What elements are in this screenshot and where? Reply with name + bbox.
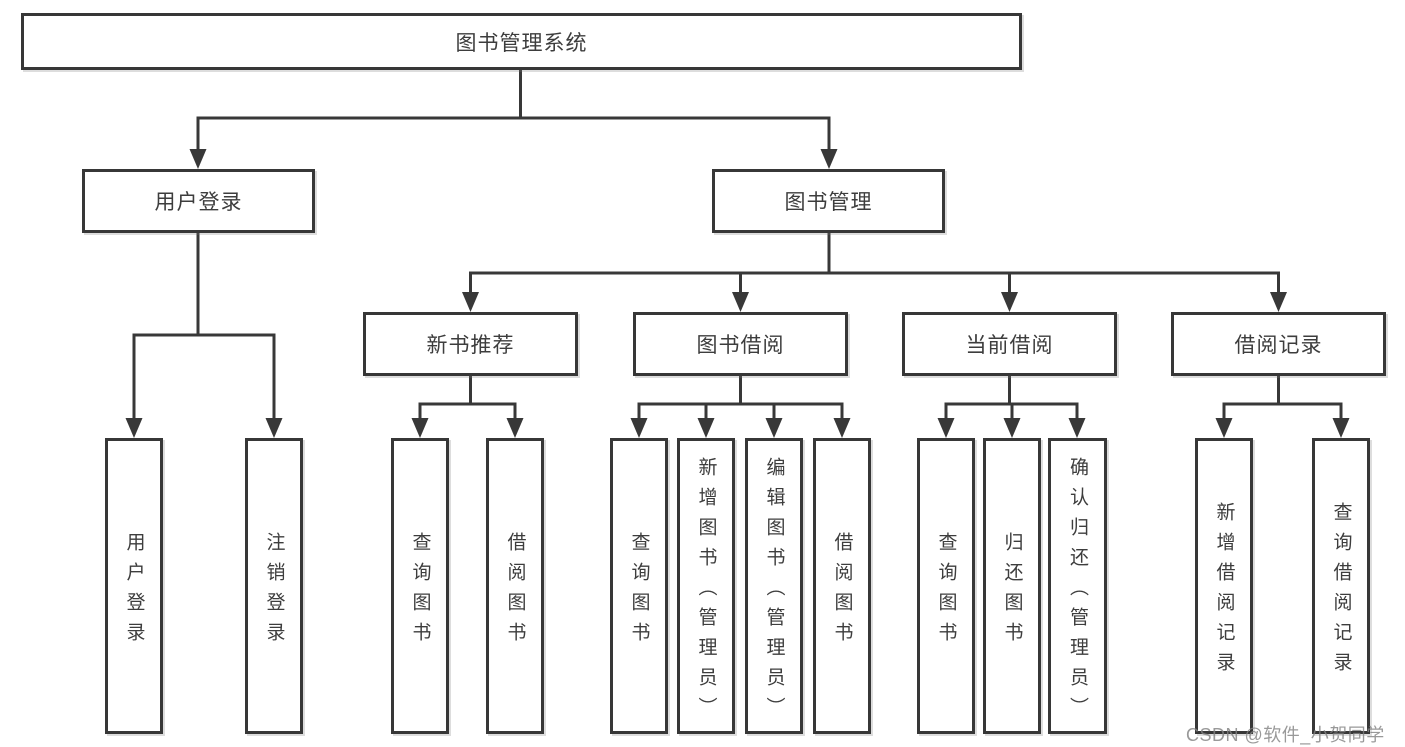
watermark: CSDN @软件_小贺同学 <box>1186 725 1385 745</box>
leaf-borrow-borrow-book-label: 借阅图书 <box>831 531 853 652</box>
node-borrow-records-label: 借阅记录 <box>1234 334 1323 357</box>
leaf-user-login-label: 用户登录 <box>123 531 145 652</box>
node-root-label: 图书管理系统 <box>455 31 588 55</box>
leaf-recommend-borrow-book-label: 借阅图书 <box>504 531 526 652</box>
leaf-current-return-book-label: 归还图书 <box>1001 531 1023 652</box>
node-book-borrow-label: 图书借阅 <box>696 334 785 357</box>
leaf-current-confirm-return-admin-label: 确认归还（管理员） <box>1067 456 1088 727</box>
leaf-borrow-query-book-label: 查询图书 <box>628 531 650 652</box>
leaf-records-add-record-label: 新增借阅记录 <box>1213 501 1235 682</box>
leaf-borrow-edit-book-admin: 编辑图书（管理员） <box>745 438 803 734</box>
leaf-borrow-query-book: 查询图书 <box>610 438 668 734</box>
node-new-book-recommend-label: 新书推荐 <box>426 334 515 357</box>
leaf-borrow-add-book-admin-label: 新增图书（管理员） <box>695 456 717 727</box>
node-current-borrow-label: 当前借阅 <box>965 334 1054 357</box>
node-new-book-recommend: 新书推荐 <box>363 312 578 376</box>
node-user-login: 用户登录 <box>82 169 315 233</box>
leaf-borrow-borrow-book: 借阅图书 <box>813 438 871 734</box>
leaf-records-query-record-label: 查询借阅记录 <box>1330 501 1352 682</box>
node-book-borrow: 图书借阅 <box>633 312 848 376</box>
leaf-logout-label: 注销登录 <box>263 531 285 652</box>
node-book-management: 图书管理 <box>712 169 945 233</box>
node-user-login-label: 用户登录 <box>154 191 243 214</box>
node-borrow-records: 借阅记录 <box>1171 312 1386 376</box>
leaf-current-query-book-label: 查询图书 <box>935 531 957 652</box>
leaf-borrow-add-book-admin: 新增图书（管理员） <box>677 438 735 734</box>
leaf-borrow-edit-book-admin-label: 编辑图书（管理员） <box>763 456 785 727</box>
leaf-recommend-borrow-book: 借阅图书 <box>486 438 544 734</box>
node-book-management-label: 图书管理 <box>784 191 873 214</box>
node-current-borrow: 当前借阅 <box>902 312 1117 376</box>
leaf-records-add-record: 新增借阅记录 <box>1195 438 1253 734</box>
leaf-records-query-record: 查询借阅记录 <box>1312 438 1370 734</box>
leaf-current-return-book: 归还图书 <box>983 438 1041 734</box>
leaf-user-login: 用户登录 <box>105 438 163 734</box>
node-root: 图书管理系统 <box>21 13 1022 70</box>
leaf-current-query-book: 查询图书 <box>917 438 975 734</box>
leaf-current-confirm-return-admin: 确认归还（管理员） <box>1048 438 1107 734</box>
leaf-logout: 注销登录 <box>245 438 303 734</box>
leaf-recommend-query-book-label: 查询图书 <box>409 531 431 652</box>
leaf-recommend-query-book: 查询图书 <box>391 438 449 734</box>
